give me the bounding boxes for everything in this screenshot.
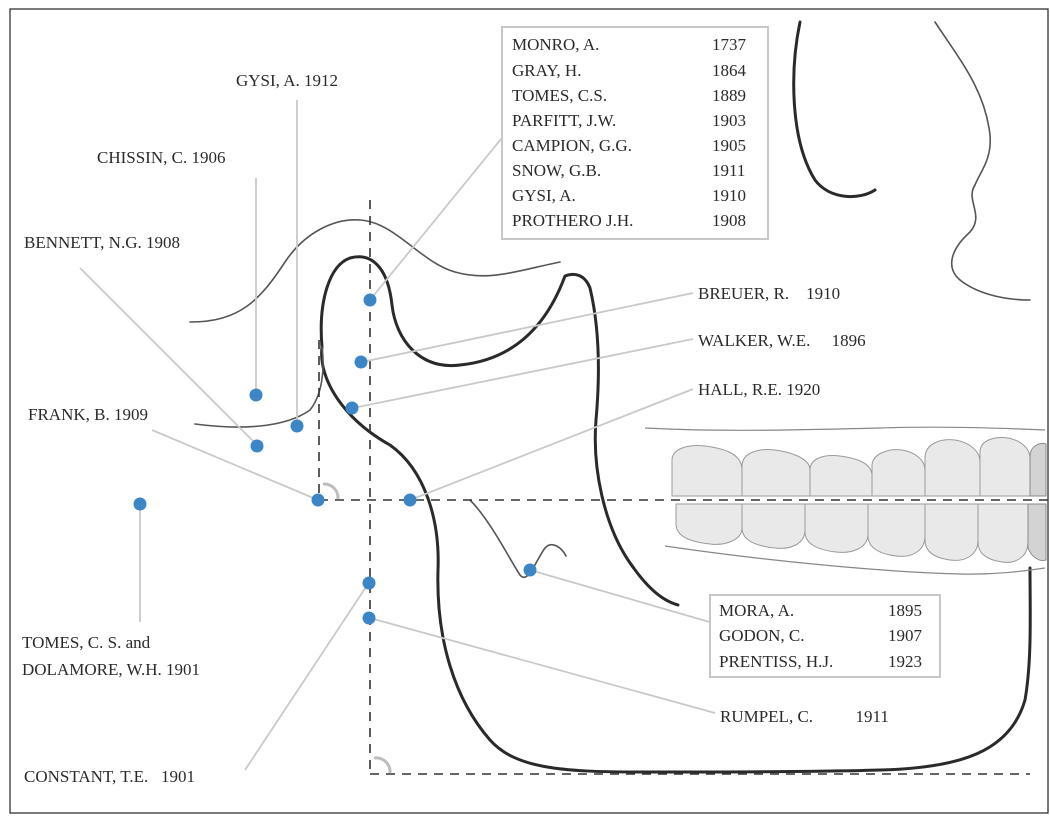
top-list-name: PARFITT, J.W.: [512, 111, 616, 130]
bottom-list-year: 1923: [888, 652, 922, 671]
point-gysi: [291, 420, 304, 433]
label-gysi: GYSI, A. 1912: [236, 71, 338, 90]
point-condyle-list: [364, 294, 377, 307]
label-tomes-line1: TOMES, C. S. and: [22, 633, 151, 652]
bottom-list-year: 1907: [888, 626, 923, 645]
top-list-year: 1737: [712, 35, 747, 54]
top-list-name: MONRO, A.: [512, 35, 599, 54]
top-list-year: 1910: [712, 186, 746, 205]
point-mora-list: [524, 564, 537, 577]
top-list-year: 1864: [712, 61, 747, 80]
bottom-list-name: PRENTISS, H.J.: [719, 652, 833, 671]
top-list-name: GYSI, A.: [512, 186, 576, 205]
label-hall: HALL, R.E. 1920: [698, 380, 820, 399]
bottom-list-name: MORA, A.: [719, 601, 794, 620]
label-walker: WALKER, W.E. 1896: [698, 331, 866, 350]
label-frank: FRANK, B. 1909: [28, 405, 148, 424]
top-list-name: GRAY, H.: [512, 61, 581, 80]
point-breuer: [355, 356, 368, 369]
point-tomes-dolamore: [134, 498, 147, 511]
top-list-name: CAMPION, G.G.: [512, 136, 632, 155]
bottom-list-year: 1895: [888, 601, 922, 620]
top-list-year: 1911: [712, 161, 745, 180]
top-list-name: PROTHERO J.H.: [512, 211, 633, 230]
top-list-year: 1889: [712, 86, 746, 105]
point-hall: [404, 494, 417, 507]
top-list-name: TOMES, C.S.: [512, 86, 607, 105]
point-frank: [312, 494, 325, 507]
label-rumpel: RUMPEL, C. 1911: [720, 707, 889, 726]
bottom-list-name: GODON, C.: [719, 626, 804, 645]
top-list-name: SNOW, G.B.: [512, 161, 601, 180]
point-chissin: [250, 389, 263, 402]
label-tomes-line2: DOLAMORE, W.H. 1901: [22, 660, 200, 679]
point-rumpel: [363, 612, 376, 625]
point-constant: [363, 577, 376, 590]
label-bennett: BENNETT, N.G. 1908: [24, 233, 180, 252]
top-list-year: 1905: [712, 136, 746, 155]
label-chissin: CHISSIN, C. 1906: [97, 148, 225, 167]
label-constant: CONSTANT, T.E. 1901: [24, 767, 195, 786]
top-author-list-box: [502, 27, 768, 239]
label-breuer: BREUER, R. 1910: [698, 284, 840, 303]
top-list-year: 1908: [712, 211, 746, 230]
top-list-year: 1903: [712, 111, 746, 130]
point-bennett: [251, 440, 264, 453]
point-walker: [346, 402, 359, 415]
